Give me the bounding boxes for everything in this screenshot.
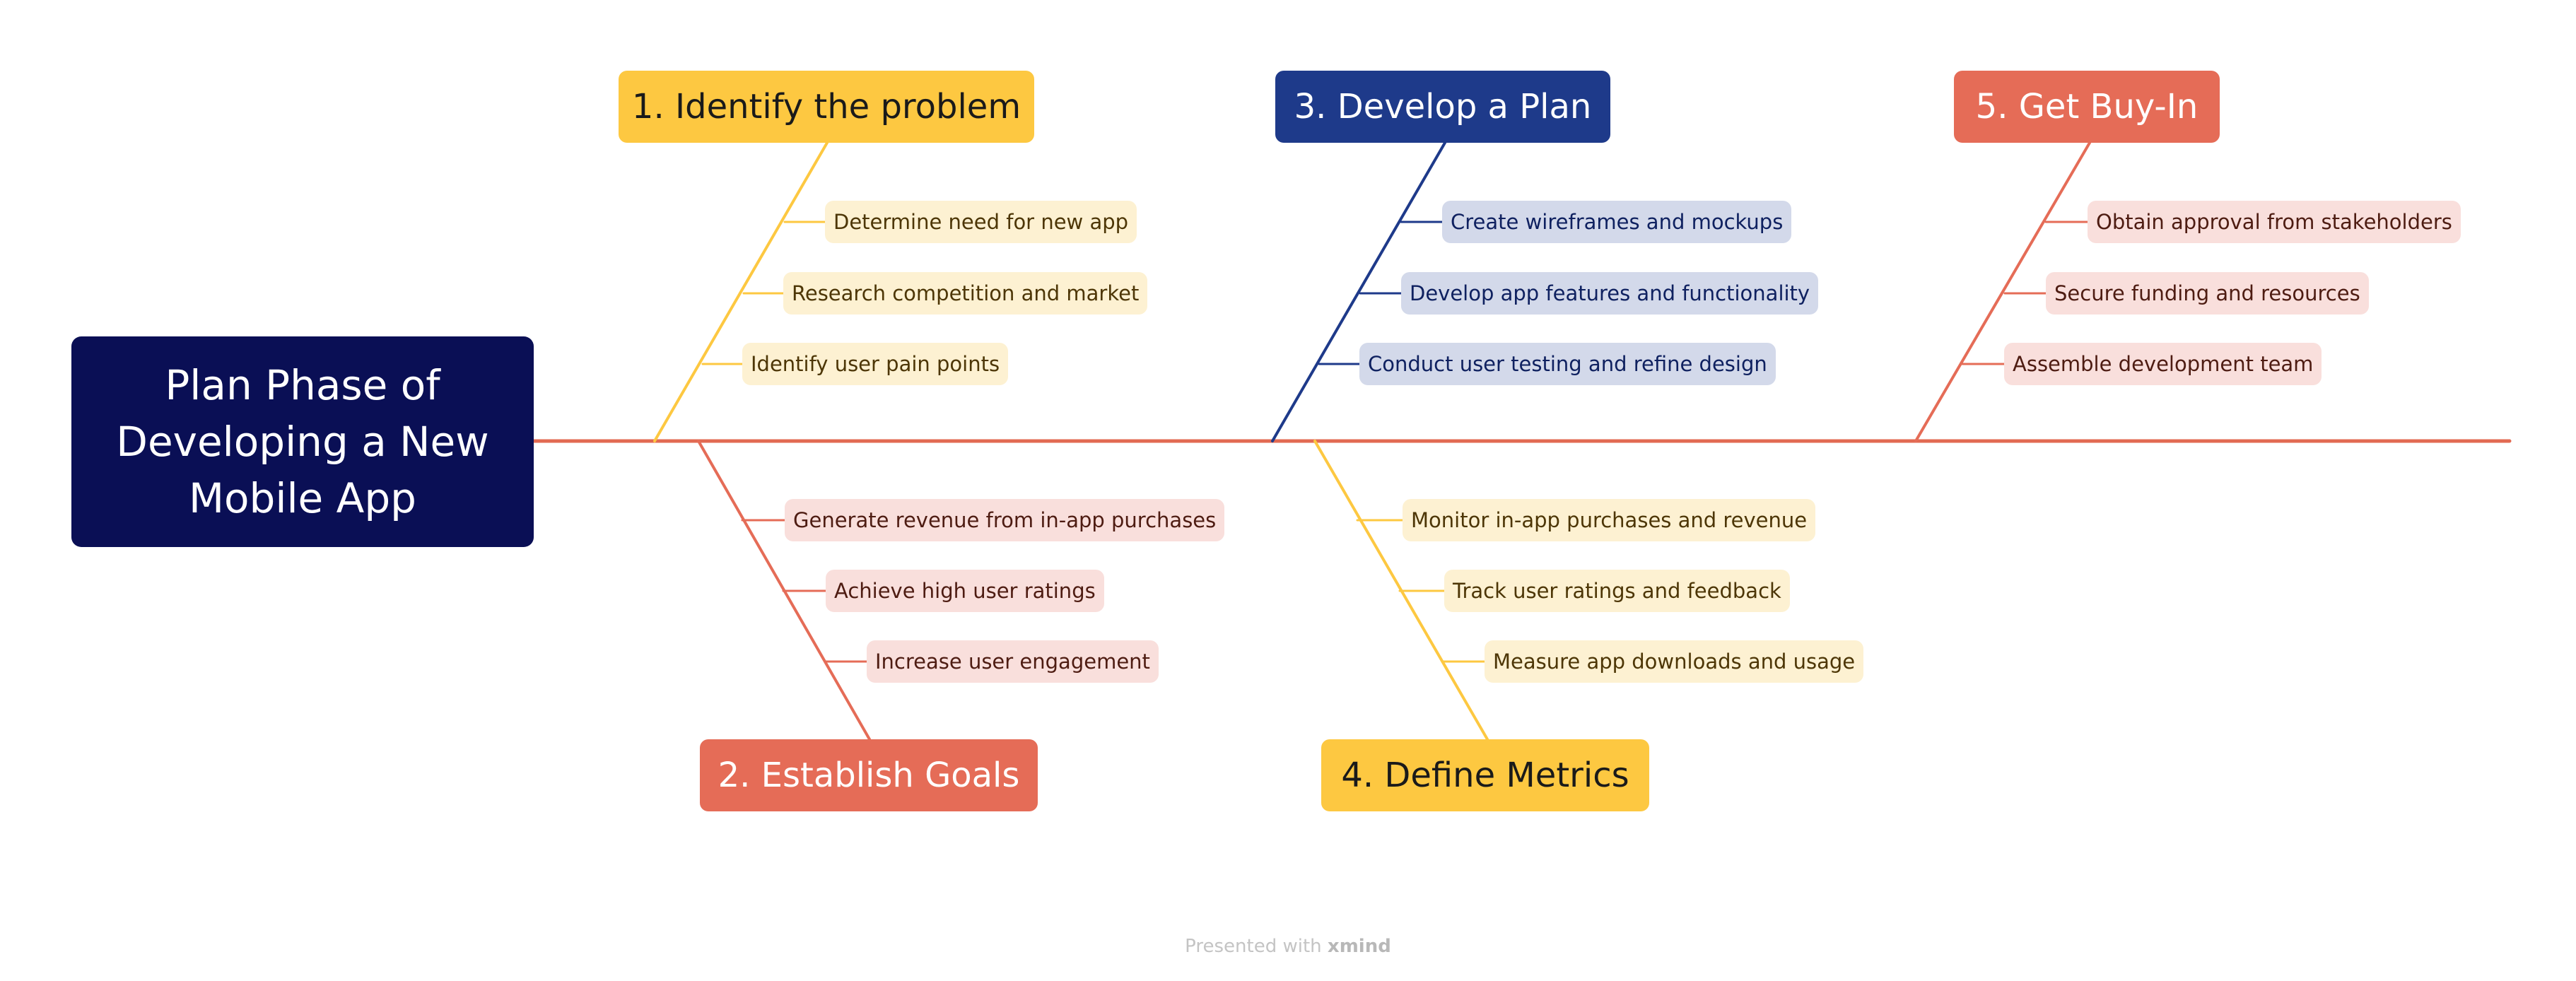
subtopic-2-3[interactable]: Increase user engagement: [867, 640, 1159, 683]
subtopic-3-1[interactable]: Create wireframes and mockups: [1442, 201, 1792, 243]
subtopic-4-3[interactable]: Measure app downloads and usage: [1485, 640, 1864, 683]
subtopic-3-2[interactable]: Develop app features and functionality: [1401, 272, 1819, 315]
subtopic-1-1[interactable]: Determine need for new app: [825, 201, 1137, 243]
bone-line-5: [1914, 141, 2091, 442]
bone-line-1: [653, 141, 829, 442]
main-topic-4[interactable]: 4. Define Metrics: [1321, 739, 1649, 811]
subtopic-5-2[interactable]: Secure funding and resources: [2046, 272, 2369, 315]
subtopic-5-3[interactable]: Assemble development team: [2004, 343, 2322, 385]
main-topic-3[interactable]: 3. Develop a Plan: [1275, 71, 1610, 143]
main-topic-2[interactable]: 2. Establish Goals: [700, 739, 1038, 811]
footer-credit: Presented with xmind: [0, 936, 2576, 957]
xmind-logo-text: xmind: [1327, 936, 1391, 957]
bone-line-3: [1271, 141, 1446, 442]
subtopic-4-1[interactable]: Monitor in-app purchases and revenue: [1403, 499, 1816, 541]
subtopic-2-2[interactable]: Achieve high user ratings: [826, 570, 1104, 612]
subtopic-1-3[interactable]: Identify user pain points: [742, 343, 1009, 385]
subtopic-1-2[interactable]: Research competition and market: [783, 272, 1148, 315]
subtopic-3-3[interactable]: Conduct user testing and refine design: [1359, 343, 1776, 385]
subtopic-4-2[interactable]: Track user ratings and feedback: [1444, 570, 1790, 612]
main-topic-1[interactable]: 1. Identify the problem: [619, 71, 1034, 143]
footer-prefix: Presented with: [1185, 936, 1328, 957]
subtopic-5-1[interactable]: Obtain approval from stakeholders: [2088, 201, 2461, 243]
main-topic-5[interactable]: 5. Get Buy-In: [1954, 71, 2220, 143]
root-topic[interactable]: Plan Phase of Developing a New Mobile Ap…: [71, 336, 534, 547]
subtopic-2-1[interactable]: Generate revenue from in-app purchases: [785, 499, 1225, 541]
